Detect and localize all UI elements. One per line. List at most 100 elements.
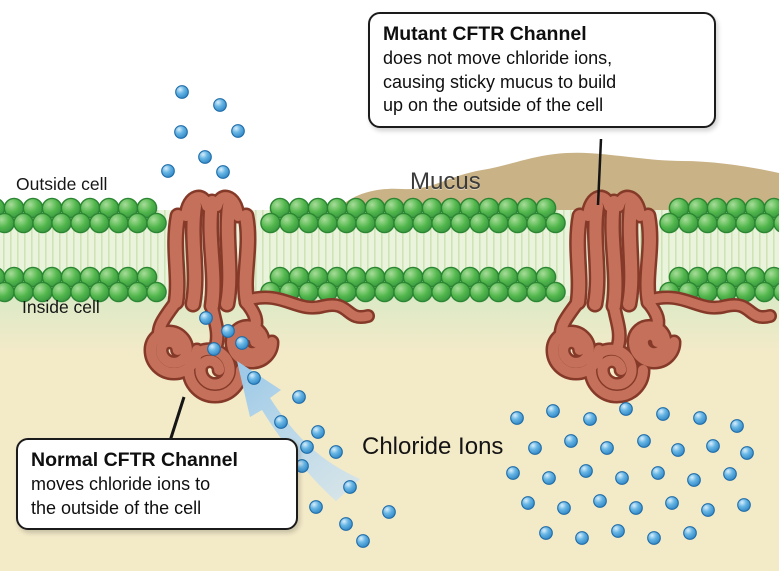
chloride-ion [539, 526, 553, 540]
chloride-ion [161, 164, 175, 178]
chloride-ion [740, 446, 754, 460]
chloride-ion [557, 501, 571, 515]
lipid-head [146, 212, 167, 234]
lipid-head [298, 281, 319, 303]
lipid-head [659, 212, 680, 234]
lipid-head [412, 212, 433, 234]
chloride-ion [175, 85, 189, 99]
chloride-ion [723, 467, 737, 481]
chloride-ion [510, 411, 524, 425]
chloride-ion [542, 471, 556, 485]
lipid-head [317, 212, 338, 234]
lipid-head [89, 212, 110, 234]
label-inside-cell: Inside cell [22, 297, 100, 317]
chloride-ion [615, 471, 629, 485]
chloride-ion [706, 439, 720, 453]
chloride-ion [600, 441, 614, 455]
chloride-ion [528, 441, 542, 455]
callout-mutant-title: Mutant CFTR Channel [383, 23, 587, 45]
lipid-head [507, 212, 528, 234]
chloride-ion [611, 524, 625, 538]
callout-mutant-body: does not move chloride ions, causing sti… [383, 48, 617, 116]
lipid-head [450, 281, 471, 303]
chloride-ion [593, 494, 607, 508]
label-chloride-ions: Chloride Ions [362, 433, 504, 460]
chloride-ion [637, 434, 651, 448]
chloride-ion [311, 425, 325, 439]
lipid-head [773, 213, 779, 233]
lipid-head [336, 281, 357, 303]
lipid-head [136, 266, 158, 288]
lipid-head [431, 212, 452, 234]
lipid-head [526, 212, 547, 234]
chloride-ion [619, 402, 633, 416]
lipid-head [488, 281, 509, 303]
chloride-ion [231, 124, 245, 138]
lipid-head [469, 281, 490, 303]
chloride-ion [656, 407, 670, 421]
chloride-ion [693, 411, 707, 425]
lipid-head [545, 212, 566, 234]
chloride-ion [199, 311, 213, 325]
lipid-head [298, 212, 319, 234]
lipid-head [136, 197, 158, 219]
lipid-head [127, 281, 148, 303]
chloride-ion [221, 324, 235, 338]
chloride-ion [564, 434, 578, 448]
callout-pointer-mutant [596, 138, 603, 206]
lipid-head [355, 281, 376, 303]
callout-mutant-cftr: Mutant CFTR Channel does not move chlori… [368, 12, 716, 128]
chloride-ion [216, 165, 230, 179]
lipid-head [507, 281, 528, 303]
chloride-ion [247, 371, 261, 385]
chloride-ion [329, 445, 343, 459]
chloride-ion [274, 415, 288, 429]
chloride-ion [506, 466, 520, 480]
lipid-head [535, 266, 557, 288]
callout-pointer-normal [168, 396, 186, 442]
lipid-head [450, 212, 471, 234]
lipid-head [469, 212, 490, 234]
lipid-head [0, 212, 15, 234]
lipid-head [763, 266, 779, 288]
lipid-head [108, 212, 129, 234]
lipid-head [393, 281, 414, 303]
lipid-head [108, 281, 129, 303]
chloride-ions-group [161, 85, 754, 548]
lipid-head [488, 212, 509, 234]
lipid-head [70, 212, 91, 234]
lipid-head [678, 212, 699, 234]
chloride-ion [343, 480, 357, 494]
chloride-ion [292, 390, 306, 404]
callout-normal-cftr: Normal CFTR Channel moves chloride ions … [16, 438, 298, 531]
lipid-head [336, 212, 357, 234]
lipid-head [51, 212, 72, 234]
lipid-head [735, 212, 756, 234]
chloride-ion [629, 501, 643, 515]
lipid-head [754, 281, 775, 303]
chloride-ion [687, 473, 701, 487]
lipid-head [13, 212, 34, 234]
lipid-head [127, 212, 148, 234]
lipid-head [763, 197, 779, 219]
lipid-head [374, 281, 395, 303]
chloride-ion [213, 98, 227, 112]
lipid-head [412, 281, 433, 303]
membrane-heads-group [0, 197, 779, 303]
chloride-ion [174, 125, 188, 139]
normal-cftr-channel [143, 189, 375, 404]
label-mucus: Mucus [410, 168, 481, 195]
chloride-ion [521, 496, 535, 510]
chloride-ion [207, 342, 221, 356]
callout-normal-body: moves chloride ions to the outside of th… [31, 474, 211, 518]
chloride-ion [647, 531, 661, 545]
chloride-ion [737, 498, 751, 512]
chloride-ion [701, 503, 715, 517]
chloride-ion [235, 336, 249, 350]
lipid-head [146, 281, 167, 303]
mutant-cftr-channel [545, 189, 777, 404]
chloride-ion [546, 404, 560, 418]
chloride-ion [356, 534, 370, 548]
lipid-head [716, 212, 737, 234]
